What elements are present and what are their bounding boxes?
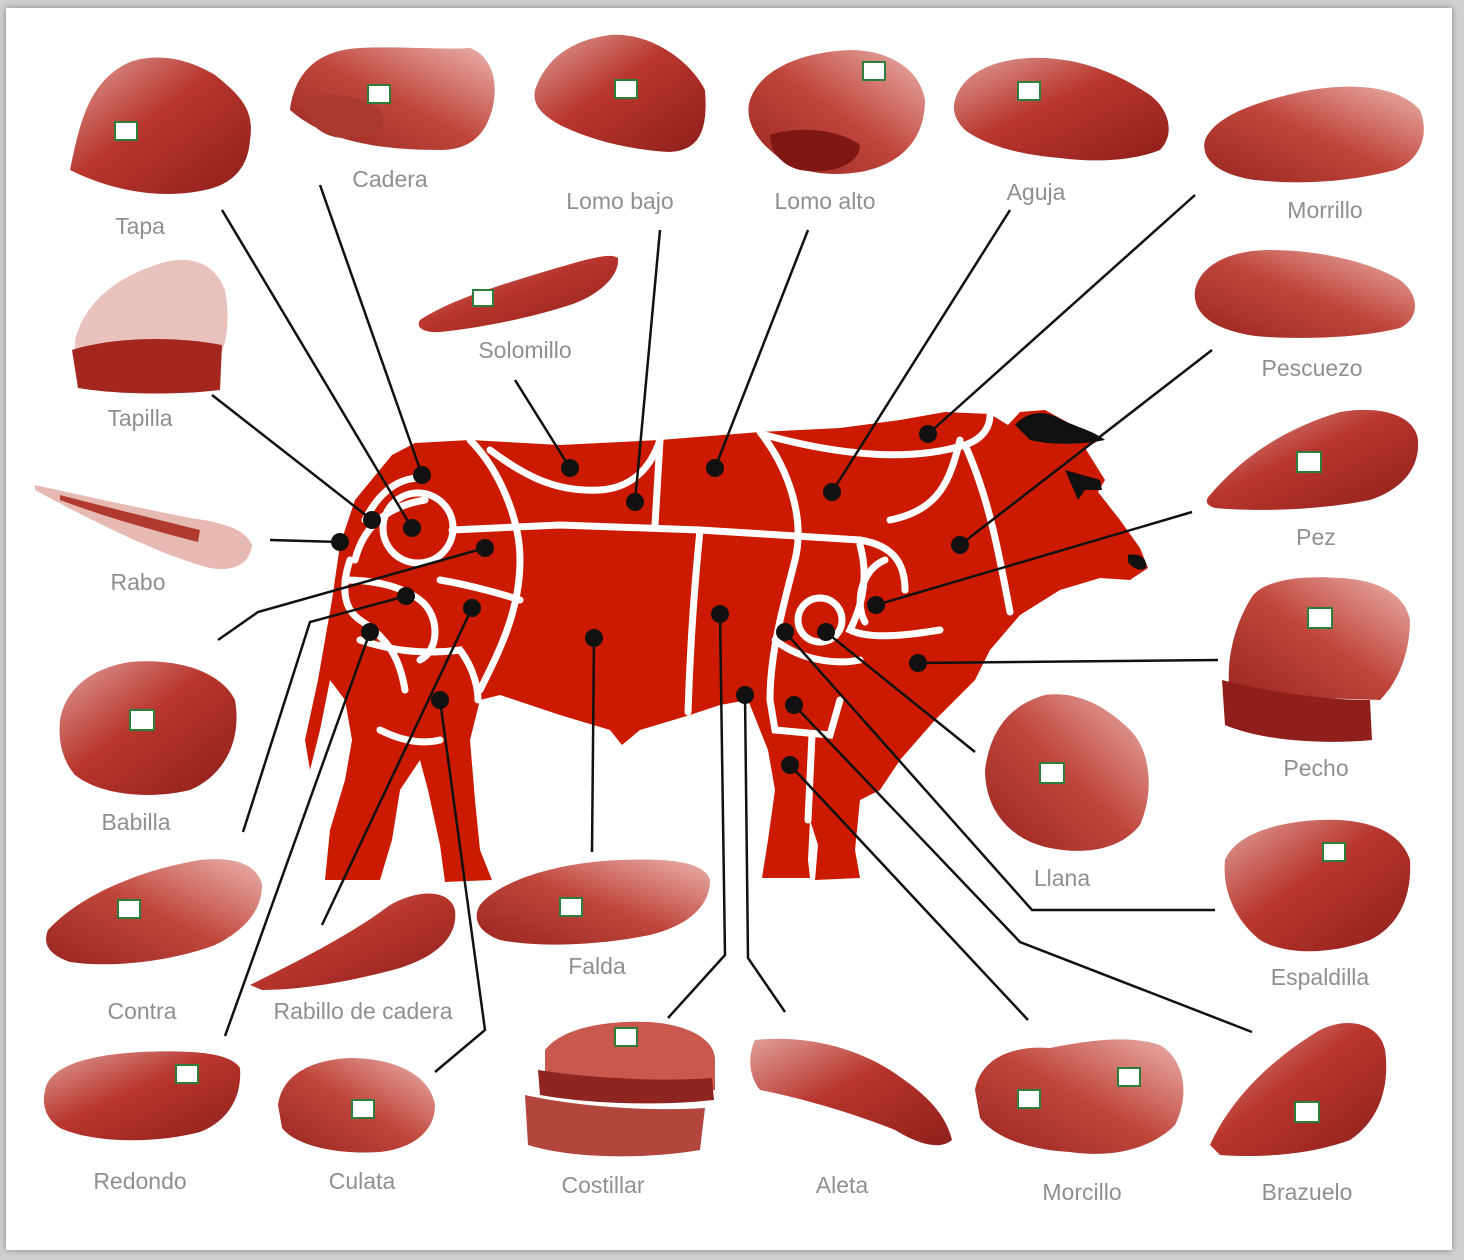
dot-costillar — [711, 605, 729, 623]
label-morcillo: Morcillo — [1042, 1179, 1121, 1205]
aleta-photo — [750, 1039, 952, 1145]
pescuezo-photo — [1195, 250, 1415, 338]
dot-cadera — [413, 466, 431, 484]
dot-contra — [397, 587, 415, 605]
dot-rabo — [331, 533, 349, 551]
brand-tag-icon — [1018, 1090, 1040, 1108]
dot-lomo-alto — [706, 459, 724, 477]
label-pescuezo: Pescuezo — [1261, 355, 1362, 381]
label-rabo: Rabo — [111, 569, 166, 595]
brand-tag-icon — [560, 898, 582, 916]
brand-tag-icon — [176, 1065, 198, 1083]
label-tapa: Tapa — [115, 213, 165, 239]
dot-aguja — [823, 483, 841, 501]
label-aguja: Aguja — [1007, 179, 1066, 205]
espaldilla-photo — [1225, 820, 1411, 951]
label-rabillo-de-cadera: Rabillo de cadera — [273, 998, 452, 1024]
dot-falda — [585, 629, 603, 647]
brand-tag-icon — [615, 1028, 637, 1046]
leader-morrillo — [928, 195, 1195, 434]
label-tapilla: Tapilla — [107, 405, 172, 431]
tapa-photo — [70, 58, 251, 194]
brand-tag-icon — [130, 710, 154, 730]
label-lomo-bajo: Lomo bajo — [566, 188, 673, 214]
brand-tag-icon — [1297, 452, 1321, 472]
brand-tag-icon — [352, 1100, 374, 1118]
label-brazuelo: Brazuelo — [1262, 1179, 1353, 1205]
dot-brazuelo — [785, 696, 803, 714]
cadera-photo — [290, 47, 495, 150]
dot-tapilla — [363, 511, 381, 529]
dot-espaldilla — [776, 623, 794, 641]
pecho-photo — [1222, 577, 1410, 742]
label-costillar: Costillar — [561, 1172, 644, 1198]
morrillo-photo — [1204, 87, 1424, 183]
contra-photo — [46, 859, 262, 964]
label-babilla: Babilla — [101, 809, 170, 835]
dot-redondo — [361, 623, 379, 641]
label-aleta: Aleta — [816, 1172, 869, 1198]
dot-morcillo — [781, 756, 799, 774]
dot-culata — [431, 691, 449, 709]
aguja-photo — [954, 58, 1169, 161]
brand-tag-icon — [863, 62, 885, 80]
dot-pecho — [909, 654, 927, 672]
dot-pez — [867, 596, 885, 614]
lomo-bajo-photo — [534, 35, 705, 152]
brand-tag-icon — [1040, 763, 1064, 783]
label-pez: Pez — [1296, 524, 1336, 550]
rabo-photo — [35, 485, 252, 569]
dot-pescuezo — [951, 536, 969, 554]
brand-tag-icon — [368, 85, 390, 103]
label-cadera: Cadera — [352, 166, 428, 192]
brand-tag-icon — [1308, 608, 1332, 628]
label-culata: Culata — [329, 1168, 396, 1194]
dot-aleta — [736, 686, 754, 704]
dot-morrillo — [919, 425, 937, 443]
pez-photo — [1207, 410, 1418, 510]
dot-solomillo — [561, 459, 579, 477]
babilla-photo — [60, 661, 237, 795]
leader-rabo — [270, 540, 340, 542]
label-morrillo: Morrillo — [1287, 197, 1362, 223]
brand-tag-icon — [1323, 843, 1345, 861]
label-contra: Contra — [107, 998, 176, 1024]
llana-photo — [985, 694, 1149, 851]
dot-tapa — [403, 519, 421, 537]
label-redondo: Redondo — [93, 1168, 186, 1194]
label-pecho: Pecho — [1283, 755, 1348, 781]
brand-tag-icon — [1118, 1068, 1140, 1086]
brand-tag-icon — [1018, 82, 1040, 100]
brand-tag-icon — [1295, 1102, 1319, 1122]
tapilla-photo — [72, 260, 228, 394]
falda-photo — [477, 860, 710, 945]
label-solomillo: Solomillo — [478, 337, 571, 363]
culata-photo — [278, 1058, 435, 1153]
label-lomo-alto: Lomo alto — [774, 188, 875, 214]
brand-tag-icon — [115, 122, 137, 140]
dot-babilla — [476, 539, 494, 557]
dot-lomo-bajo — [626, 493, 644, 511]
brand-tag-icon — [473, 290, 493, 306]
costillar-photo — [525, 1022, 715, 1157]
brand-tag-icon — [118, 900, 140, 918]
rabillo-de-cadera-photo — [250, 894, 455, 990]
solomillo-photo — [419, 256, 618, 332]
leader-cadera — [320, 185, 422, 475]
dot-rabillo-de-cadera — [463, 599, 481, 617]
brazuelo-photo — [1210, 1023, 1386, 1156]
leader-tapilla — [212, 395, 372, 520]
morcillo-photo — [975, 1039, 1183, 1153]
dot-llana — [817, 623, 835, 641]
brand-tag-icon — [615, 80, 637, 98]
lomo-alto-photo — [748, 50, 925, 174]
redondo-photo — [44, 1051, 240, 1140]
label-llana: Llana — [1034, 865, 1090, 891]
label-espaldilla: Espaldilla — [1271, 964, 1370, 990]
label-falda: Falda — [568, 953, 626, 979]
